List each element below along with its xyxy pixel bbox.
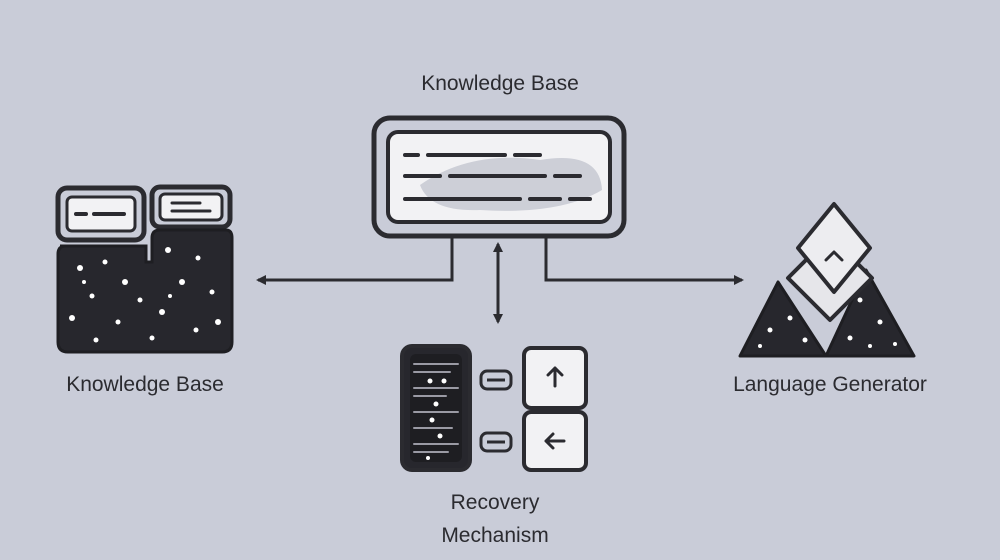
top-node-label: Knowledge Base bbox=[421, 72, 579, 95]
bottom-node-label: Recovery Mechanism bbox=[395, 486, 595, 552]
arrow-to-right-node bbox=[544, 236, 744, 285]
right-node-label: Language Generator bbox=[733, 373, 927, 396]
arrow-to-left-node bbox=[256, 236, 454, 285]
data-dots bbox=[69, 247, 221, 343]
left-node-label: Knowledge Base bbox=[66, 373, 224, 396]
bottom-node-label-line2: Mechanism bbox=[441, 524, 549, 547]
top-knowledge-base-node bbox=[256, 115, 744, 324]
arrow-left-icon bbox=[544, 432, 566, 450]
bottom-recovery-mechanism-node bbox=[400, 344, 588, 472]
bottom-node-label-line1: Recovery bbox=[450, 491, 540, 514]
chevron-up-icon bbox=[824, 250, 844, 262]
text-lines-icon bbox=[403, 153, 592, 201]
arrow-up-icon bbox=[546, 366, 564, 388]
database-block-icon bbox=[56, 228, 234, 354]
left-knowledge-base-node bbox=[55, 184, 234, 354]
right-language-generator-node bbox=[738, 202, 916, 358]
